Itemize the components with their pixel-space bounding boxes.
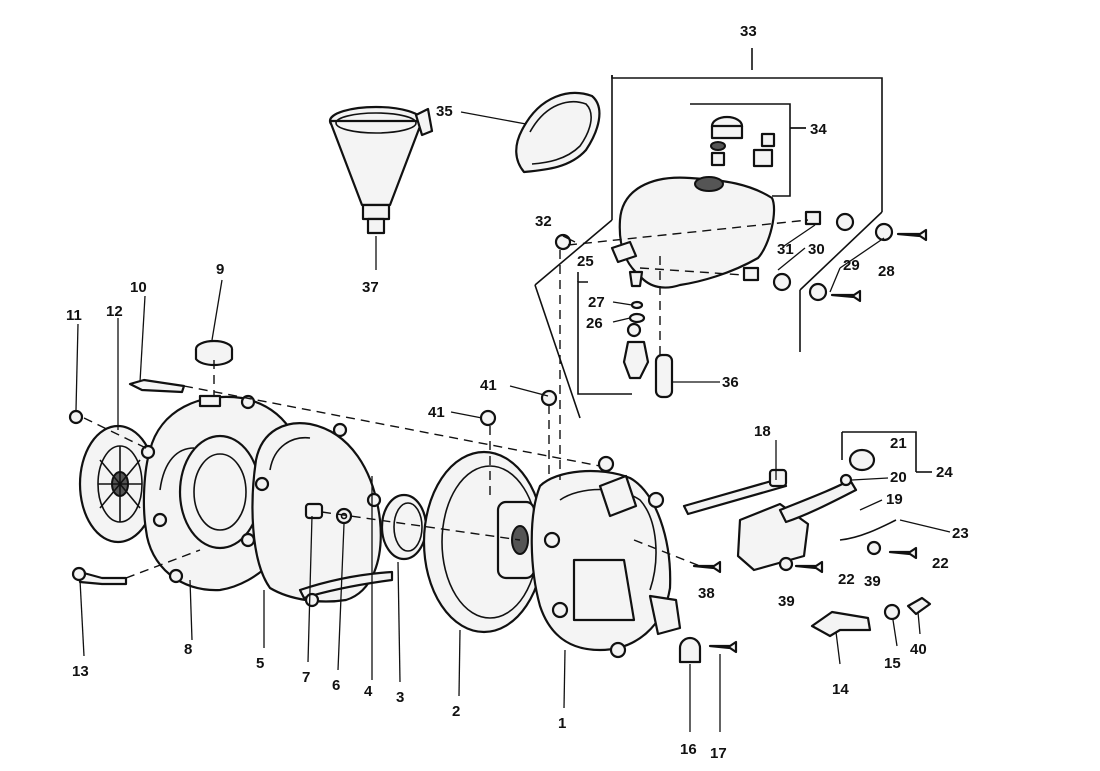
callout-25: 25: [577, 253, 594, 270]
funnel-part-37: [328, 105, 434, 235]
leader-lines: [75, 111, 951, 732]
callout-2: 2: [452, 703, 460, 720]
callout-19: 19: [886, 491, 903, 508]
callout-16: 16: [680, 741, 697, 758]
fasteners-left: [68, 378, 186, 586]
callout-38: 38: [698, 585, 715, 602]
callout-34: 34: [810, 121, 827, 138]
callout-13: 13: [72, 663, 89, 680]
callout-7: 7: [302, 669, 310, 686]
callout-22a: 22: [932, 555, 949, 572]
callout-15: 15: [884, 655, 901, 672]
small-parts-16-17-38: [633, 539, 738, 664]
callout-4: 4: [364, 683, 373, 700]
callout-6: 6: [332, 677, 340, 694]
callout-41b: 41: [428, 404, 445, 421]
callout-24: 24: [936, 464, 953, 481]
callout-39a: 39: [864, 573, 881, 590]
callout-41a: 41: [480, 377, 497, 394]
flywheel-part-2: [422, 450, 546, 634]
fuel-valve-group-25: [577, 272, 674, 399]
crankcase-part-1: [530, 455, 682, 659]
callout-8: 8: [184, 641, 192, 658]
callout-11: 11: [66, 307, 82, 324]
tank-fasteners: [554, 210, 928, 303]
callout-36: 36: [722, 374, 739, 391]
callout-10: 10: [130, 279, 147, 296]
bushing-parts-6-7: [304, 502, 353, 525]
gasket-part-35: [515, 92, 601, 174]
callout-27: 27: [588, 294, 605, 311]
callout-31: 31: [777, 241, 794, 258]
starter-reel-part-12: [78, 424, 158, 544]
callout-29: 29: [843, 257, 860, 274]
callout-35: 35: [436, 103, 453, 120]
callout-17: 17: [710, 745, 727, 762]
callout-23: 23: [952, 525, 969, 542]
callout-12: 12: [106, 303, 123, 320]
callout-32: 32: [535, 213, 552, 230]
callout-33: 33: [740, 23, 757, 40]
callout-1: 1: [558, 715, 566, 732]
bracket-part-14: [810, 596, 932, 638]
ring-part-3: [380, 493, 428, 561]
throttle-control: [682, 431, 932, 574]
callout-39b: 39: [778, 593, 795, 610]
nuts-41: [479, 250, 561, 480]
callout-18: 18: [754, 423, 771, 440]
callout-40: 40: [910, 641, 927, 658]
bracket-33: [534, 48, 883, 419]
callout-labels: 33 35 34 32 31 30 29 28 25 37 27 26 36 9…: [66, 23, 969, 762]
fuel-tank: [610, 176, 776, 289]
callout-3: 3: [396, 689, 404, 706]
callout-37: 37: [362, 279, 379, 296]
callout-21: 21: [890, 435, 907, 452]
callout-28: 28: [878, 263, 895, 280]
callout-20: 20: [890, 469, 907, 486]
callout-9: 9: [216, 261, 224, 278]
alignment-lines: [83, 256, 661, 579]
callout-14: 14: [832, 681, 849, 698]
callout-26: 26: [586, 315, 603, 332]
callout-22b: 22: [838, 571, 855, 588]
callout-5: 5: [256, 655, 264, 672]
callout-30: 30: [808, 241, 825, 258]
